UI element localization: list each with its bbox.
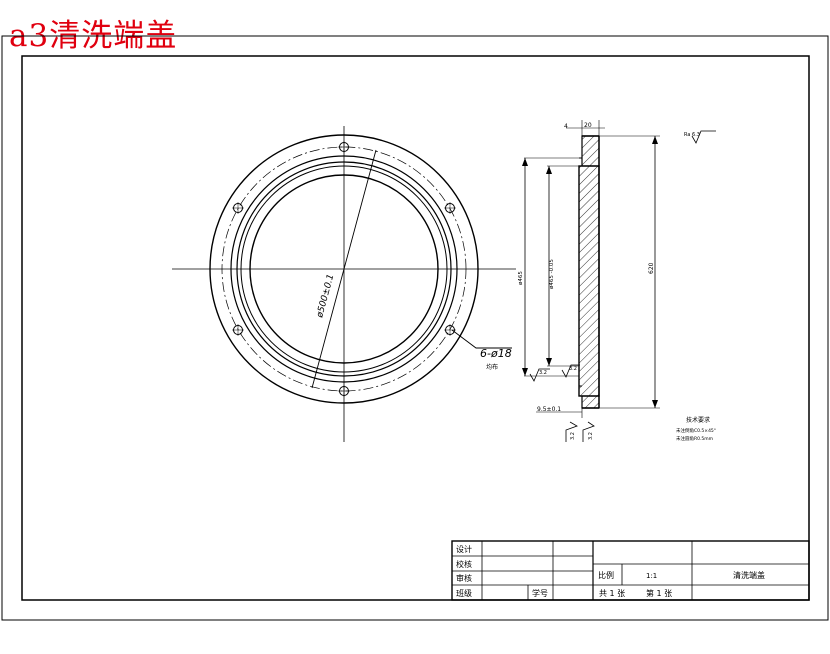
section-top-flange [581, 135, 600, 167]
outer-circle [209, 134, 479, 404]
dim-top-small: 4 [564, 123, 568, 130]
roughness-symbol-bottom-a [565, 421, 578, 442]
roughness-symbol-bottom-b [582, 421, 595, 442]
hole-note: 6-ø18 [480, 347, 512, 360]
dim-right: 620 [648, 262, 655, 274]
notes-title: 技术要求 [686, 416, 710, 424]
diameter-label: ø500±0.1 [315, 273, 336, 320]
bolt-circle [221, 146, 467, 392]
dim-left-outer: ø465 [518, 271, 524, 285]
title-block-scale-value: 1:1 [646, 572, 657, 580]
step-circle-inner [240, 165, 448, 373]
diameter-dimension-line [311, 149, 377, 389]
outer-border [1, 35, 829, 621]
bore-circle [249, 174, 439, 364]
title-block-label-check: 校核 [456, 559, 472, 569]
section-bottom-flange [581, 395, 600, 409]
title-block-label-student-no: 学号 [532, 588, 548, 598]
note-line: 未注圆角R0.5mm [676, 435, 713, 442]
step-circle-middle [236, 161, 452, 377]
hole-note-sub: 均布 [486, 363, 498, 371]
title-block-sheet-total: 共 1 张 [599, 589, 625, 598]
note-line: 未注倒角C0.5×45° [676, 427, 716, 434]
title-block [451, 540, 810, 601]
section-body [578, 165, 600, 397]
hole-leader [451, 329, 512, 349]
title-block-part-name: 清洗端盖 [733, 570, 765, 580]
roughness-side-a: 3.2 [539, 370, 547, 376]
dim-left-inner: ø465 -0.05 [549, 259, 555, 289]
roughness-symbol-top [691, 130, 716, 144]
title-block-label-design: 设计 [456, 544, 472, 554]
section-view [522, 120, 716, 442]
dim-bottom: 9.5±0.1 [537, 406, 561, 413]
roughness-symbol-side-a [529, 368, 550, 382]
title-block-sheet-current: 第 1 张 [646, 588, 672, 598]
front-view [172, 126, 516, 442]
step-circle-outer [230, 155, 458, 383]
roughness-side-b: 3.2 [569, 366, 577, 372]
inner-frame [21, 55, 810, 601]
roughness-bottom-a: 3.2 [570, 432, 576, 440]
roughness-top: Ra 6.3 [684, 132, 700, 138]
title-block-scale-label: 比例 [598, 570, 614, 580]
title-block-label-class: 班级 [456, 588, 472, 598]
roughness-symbol-side-b [561, 364, 580, 378]
dim-top: 20 [584, 122, 592, 129]
title-block-label-review: 审核 [456, 573, 472, 583]
roughness-bottom-b: 3.2 [588, 432, 594, 440]
